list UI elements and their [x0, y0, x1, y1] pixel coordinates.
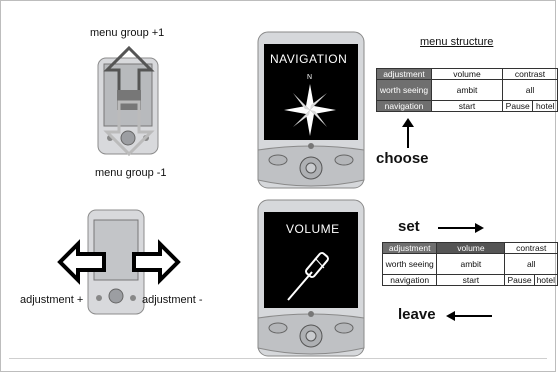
cell-ambit: ambit [436, 253, 506, 275]
cell-start: start [436, 274, 506, 286]
cell-ambit: ambit [431, 79, 503, 101]
row-worth-seeing-label: worth seeing [381, 253, 438, 275]
arrow-up-choose-icon [402, 118, 414, 148]
arrow-right-set-icon [438, 223, 484, 233]
adjustment-minus-label: adjustment - [142, 294, 203, 306]
cell-contrast: contrast [504, 242, 558, 254]
cell-volume: volume [431, 68, 503, 80]
cell-hotel: hotel [533, 274, 558, 286]
cell-start: start [431, 100, 503, 112]
leave-label: leave [398, 306, 436, 323]
arrow-down-icon [103, 100, 155, 157]
cell-pause: Pause [501, 100, 534, 112]
cell-contrast: contrast [502, 68, 558, 80]
adjustment-plus-label: adjustment + [20, 294, 84, 306]
cell-hotel: hotel [532, 100, 558, 112]
cell-all: all [502, 79, 558, 101]
row-navigation-label: navigation [381, 274, 438, 286]
arrow-up-icon [103, 45, 155, 102]
arrow-left-icon [57, 239, 106, 285]
menu-structure-table: adjustment volume contrast worth seeing … [376, 68, 558, 112]
compass-rose-icon [284, 84, 336, 136]
menu-structure-title: menu structure [420, 36, 494, 48]
set-label: set [398, 218, 420, 235]
cell-all: all [504, 253, 558, 275]
cell-pause: Pause [504, 274, 535, 286]
pda-small-bottom [87, 209, 145, 315]
arrow-right-icon [132, 239, 181, 285]
row-adjustment-label: adjustment [381, 242, 438, 254]
arrow-left-leave-icon [446, 311, 492, 321]
pda-volume [257, 199, 365, 357]
menu-group-minus-label: menu group -1 [95, 167, 167, 179]
compass-north-label: N [307, 74, 313, 81]
menu-group-plus-label: menu group +1 [90, 27, 165, 39]
choose-label: choose [376, 150, 429, 167]
screwdriver-icon [287, 252, 329, 301]
row-worth-seeing-label: worth seeing [376, 79, 432, 101]
volume-screen-title: VOLUME [286, 222, 340, 236]
cell-volume-selected: volume [436, 242, 506, 254]
row-navigation-label: navigation [376, 100, 432, 112]
navigation-screen-title: NAVIGATION [270, 52, 348, 66]
volume-menu-table: adjustment volume contrast worth seeing … [381, 242, 558, 286]
row-adjustment-label: adjustment [376, 68, 432, 80]
